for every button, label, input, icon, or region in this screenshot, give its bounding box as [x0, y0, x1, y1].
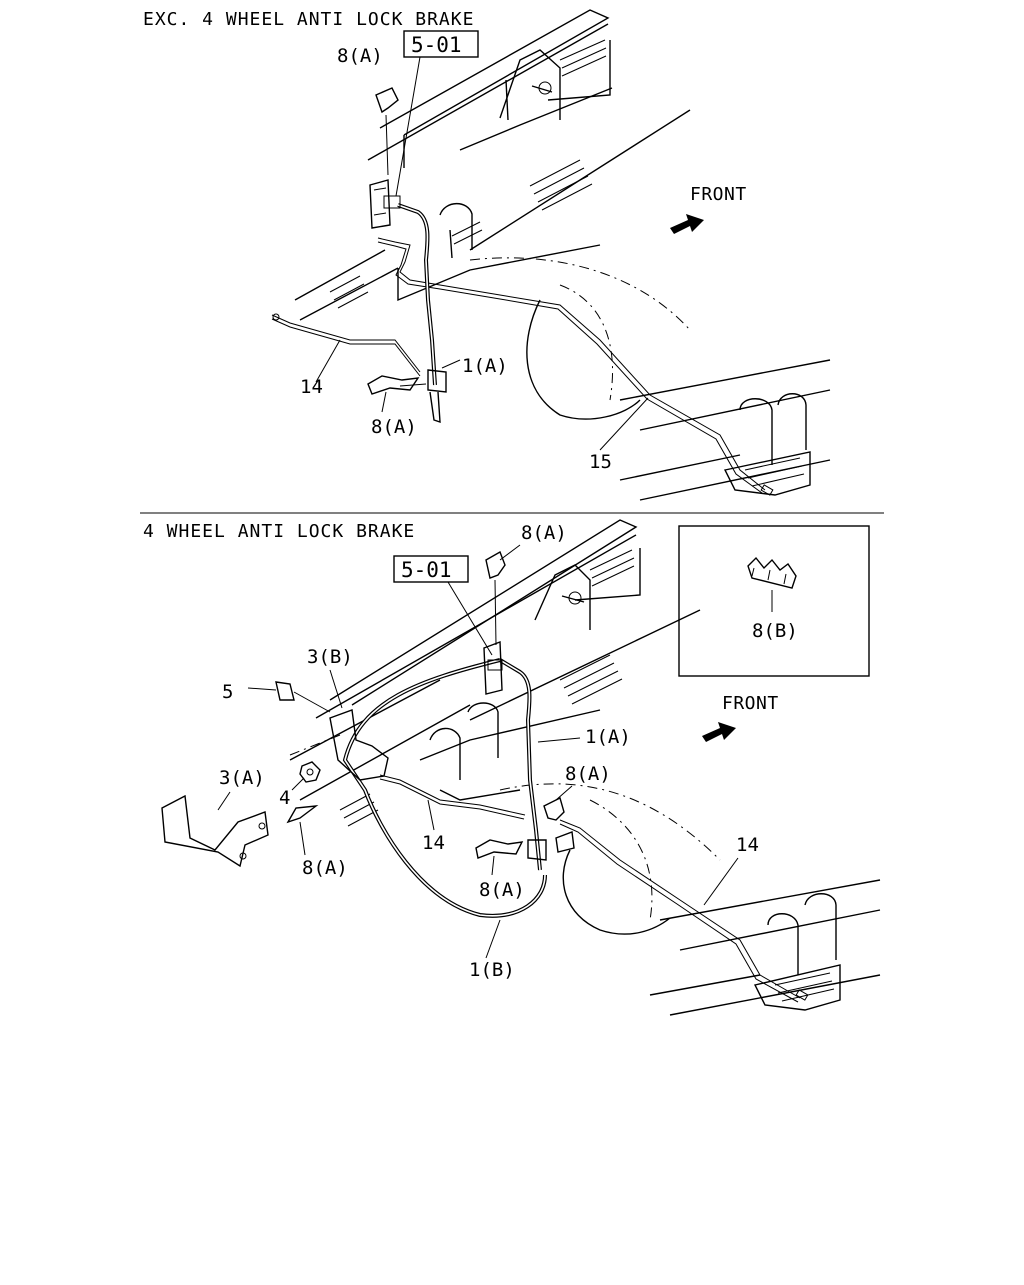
front-arrow-icon — [702, 722, 736, 742]
bottom-clip-left — [286, 805, 319, 824]
bottom-front-indicator: FRONT — [702, 693, 779, 742]
top-callouts: 8(A) 5-01 1(A) 14 8(A) 15 — [300, 30, 649, 473]
bottom-bracket-3a — [161, 794, 269, 868]
bottom-bracket-3b — [289, 709, 389, 781]
top-frame-rail — [294, 9, 691, 321]
callout-1a: 1(A) — [585, 726, 631, 748]
callout-8a-top: 8(A) — [521, 522, 567, 544]
top-section-title: EXC. 4 WHEEL ANTI LOCK BRAKE — [143, 9, 474, 30]
callout-14: 14 — [300, 376, 323, 398]
front-arrow-icon — [670, 214, 704, 234]
inset-detail: 8(B) — [678, 525, 870, 677]
callout-8a-right: 8(A) — [565, 763, 611, 785]
clip-8b-icon — [747, 556, 797, 589]
callout-5: 5 — [222, 681, 233, 703]
callout-14-right: 14 — [736, 834, 759, 856]
bottom-nut-4 — [299, 761, 321, 783]
bottom-front-label: FRONT — [722, 693, 779, 714]
bottom-bolt-5 — [247, 681, 331, 713]
bottom-clip-top — [485, 550, 506, 646]
inset-frame — [678, 525, 870, 677]
callout-4: 4 — [279, 787, 290, 809]
top-front-label: FRONT — [690, 184, 747, 205]
callout-3a: 3(A) — [219, 767, 265, 789]
bottom-callouts: 8(A) 5-01 3(B) 5 3(A) 4 1(A) 8(A) 14 8(A… — [217, 522, 759, 981]
bottom-clip-right — [543, 796, 565, 821]
bottom-brake-lines — [342, 641, 809, 1003]
callout-8a-lower: 8(A) — [371, 416, 417, 438]
callout-15: 15 — [589, 451, 612, 473]
callout-8b: 8(B) — [752, 620, 798, 642]
bottom-ref-box — [393, 555, 469, 583]
top-diagram: EXC. 4 WHEEL ANTI LOCK BRAKE — [143, 9, 831, 501]
top-brake-lines — [271, 179, 774, 496]
callout-8a-upper: 8(A) — [337, 45, 383, 67]
bottom-diagram: 4 WHEEL ANTI LOCK BRAKE — [143, 519, 881, 1016]
bottom-section-title: 4 WHEEL ANTI LOCK BRAKE — [143, 521, 415, 542]
callout-1a: 1(A) — [462, 355, 508, 377]
callout-8a-center: 8(A) — [479, 879, 525, 901]
top-front-indicator: FRONT — [670, 184, 747, 234]
bottom-ref-box-label: 5-01 — [401, 558, 452, 582]
top-axle-housing — [397, 202, 831, 501]
callout-8a-left: 8(A) — [302, 857, 348, 879]
bottom-clip-center — [475, 839, 524, 859]
ref-box — [403, 30, 479, 58]
callout-14-mid: 14 — [422, 832, 445, 854]
callout-3b: 3(B) — [307, 646, 353, 668]
top-clip-lower — [367, 375, 427, 395]
top-clip-upper — [375, 87, 399, 176]
bottom-axle-housing — [419, 702, 881, 1016]
callout-1b: 1(B) — [469, 959, 515, 981]
ref-box-label: 5-01 — [411, 33, 462, 57]
bottom-frame-rail — [289, 519, 701, 827]
